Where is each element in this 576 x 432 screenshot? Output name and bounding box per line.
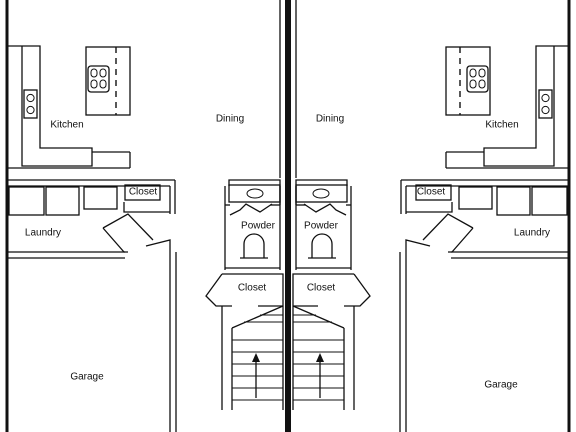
right-laundry-closet	[405, 184, 474, 253]
left-laundry-appliances	[8, 186, 118, 216]
left-garage-label: Garage	[70, 372, 104, 383]
right-stairs	[292, 305, 355, 410]
left-powder-room	[224, 179, 281, 270]
right-garage-label: Garage	[484, 380, 518, 391]
left-kitchen-label: Kitchen	[50, 120, 83, 131]
left-laundry-label: Laundry	[25, 228, 61, 239]
right-laundry-label: Laundry	[514, 228, 550, 239]
left-kitchen-counter	[7, 45, 131, 169]
left-powder-label: Powder	[241, 221, 276, 232]
right-walls	[295, 0, 571, 432]
left-laundry-closet	[102, 184, 171, 253]
right-laundry-appliances	[458, 186, 568, 216]
left-dining-label: Dining	[216, 114, 244, 125]
right-kitchen-island	[445, 46, 491, 116]
right-dining-label: Dining	[316, 114, 344, 125]
left-stair-closet	[205, 273, 284, 307]
left-stair-closet-label: Closet	[238, 283, 267, 294]
left-walls	[5, 0, 281, 432]
right-kitchen-counter	[445, 45, 569, 169]
right-stair-closet-label: Closet	[307, 283, 336, 294]
right-kitchen-label: Kitchen	[485, 120, 518, 131]
right-powder-label: Powder	[304, 221, 339, 232]
party-wall	[285, 0, 291, 432]
left-stairs	[221, 305, 284, 410]
right-laundry-closet-label: Closet	[417, 187, 446, 198]
right-unit	[292, 0, 571, 432]
right-powder-room	[295, 179, 352, 270]
left-laundry-closet-label: Closet	[129, 187, 158, 198]
left-unit	[5, 0, 284, 432]
left-kitchen-island	[85, 46, 131, 116]
right-stair-closet	[292, 273, 371, 307]
